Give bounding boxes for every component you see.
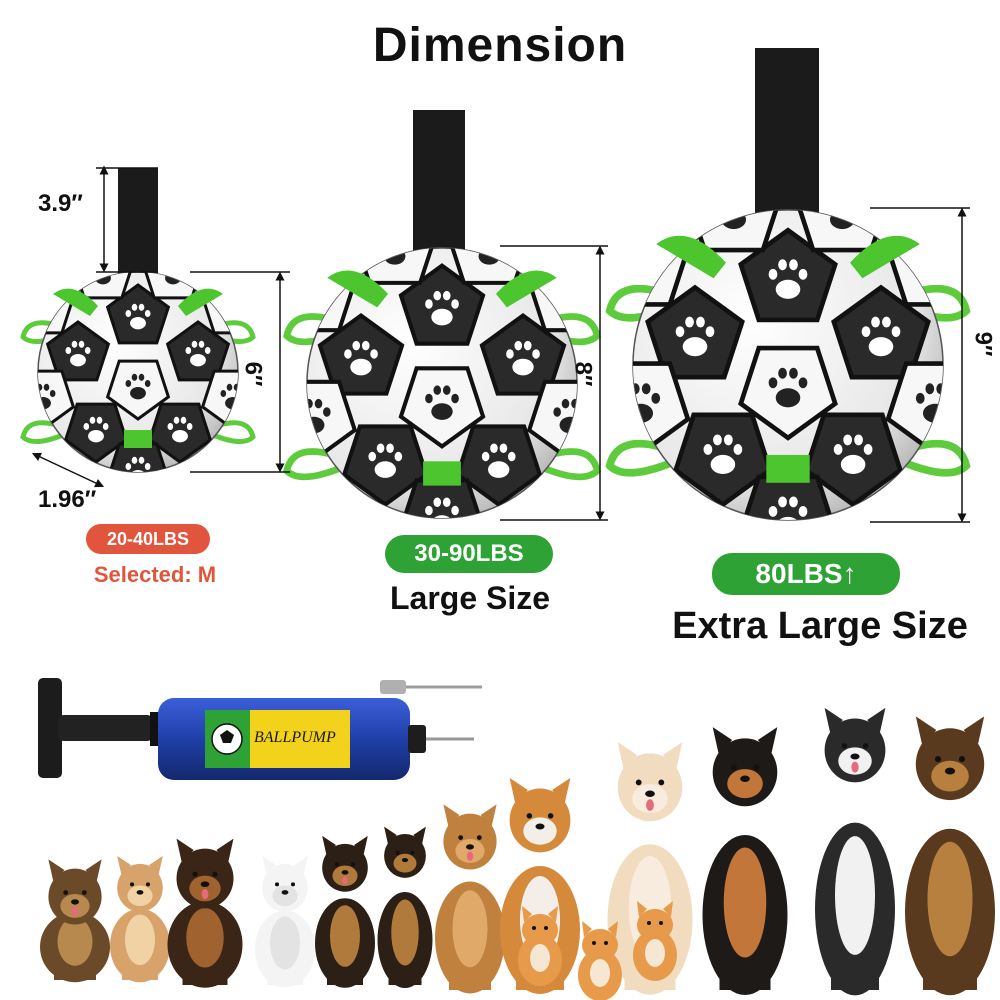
kitten [518, 906, 562, 986]
size-caption-large: Large Size [389, 580, 551, 616]
dog [110, 855, 170, 983]
weight-badge-large: 30-90LBS [385, 535, 553, 573]
ball-large [283, 110, 601, 519]
dog [40, 859, 110, 983]
ball-medium [20, 168, 256, 473]
weight-badge-medium: 20-40LBS [86, 524, 210, 554]
kitten [578, 921, 622, 1000]
pump-label: BALLPUMP [254, 729, 336, 746]
dog [377, 826, 433, 988]
ball-pump [38, 678, 482, 780]
size-caption-xl: Extra Large Size [672, 605, 968, 647]
small-diameter-label: 6″ [239, 361, 267, 387]
kitten [633, 901, 677, 981]
large-diameter-label: 8″ [569, 361, 597, 387]
dog [255, 855, 315, 988]
dog [435, 804, 505, 994]
xl-diameter-label: 9″ [969, 331, 997, 357]
dog [815, 707, 895, 996]
ball-xl [605, 48, 971, 521]
dog [315, 835, 375, 988]
strap-height-label: 3.9″ [38, 190, 83, 217]
weight-badge-xl: 80LBS↑ [712, 553, 900, 595]
dimension-lines [31, 165, 970, 523]
size-caption-medium: Selected: M [93, 562, 217, 587]
dog [905, 716, 995, 996]
dog [702, 727, 788, 995]
strap-width-label: 1.96′′ [38, 486, 97, 513]
dogs-lineup [40, 707, 995, 1000]
dog [167, 838, 243, 988]
page-title: Dimension [372, 19, 628, 72]
